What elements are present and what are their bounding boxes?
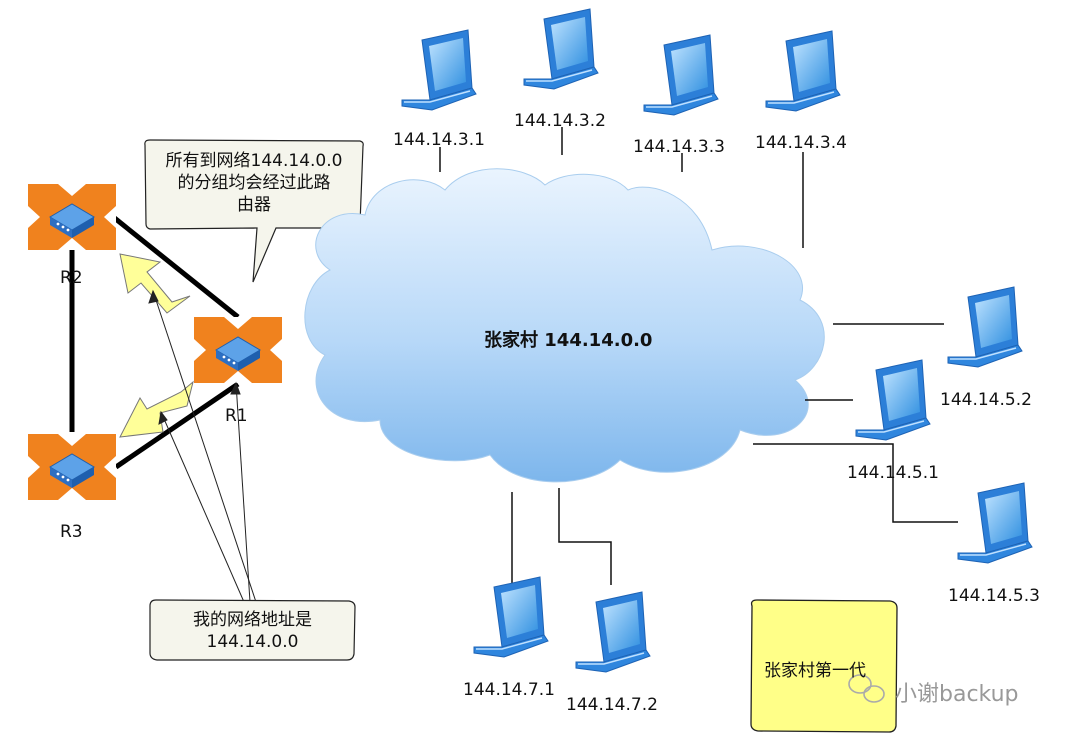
host-label-top-3: 144.14.3.3 [633,137,725,157]
laptop-144-14-7-1-icon [473,576,549,658]
host-links [439,127,958,585]
note-box [750,599,898,733]
host-label-top-1: 144.14.3.1 [393,130,485,150]
callout-bottom-text: 我的网络地址是 144.14.0.0 [150,609,355,653]
router-links [69,214,240,470]
callout-top-text: 所有到网络144.14.0.0 的分组均会经过此路 由器 [146,150,362,216]
laptop-144-14-5-1-icon [855,359,931,441]
laptop-144-14-3-4-icon [765,30,841,112]
laptop-144-14-3-3-icon [643,34,719,116]
host-label-bottom-1: 144.14.7.1 [463,680,555,700]
router-r2-label: R2 [60,268,83,288]
host-label-top-2: 144.14.3.2 [514,111,606,131]
callout-bottom-line-1: 我的网络地址是 [193,610,312,630]
router-r1-icon [193,316,283,384]
router-r2-icon [27,183,117,251]
laptop-144-14-3-1-icon [401,29,477,111]
laptop-144-14-5-2-icon [947,286,1023,368]
callout-top-line-1: 所有到网络144.14.0.0 [165,151,343,171]
cloud-title: 张家村 144.14.0.0 [484,330,653,351]
laptop-144-14-5-3-icon [957,482,1033,564]
host-label-right-1: 144.14.5.1 [847,463,939,483]
watermark-text: 小谢backup [895,682,1019,707]
callout-top-line-2: 的分组均会经过此路 [177,173,331,193]
host-label-bottom-2: 144.14.7.2 [566,695,658,715]
host-label-right-2: 144.14.5.2 [940,390,1032,410]
laptop-144-14-3-2-icon [523,8,599,90]
router-r3-label: R3 [60,522,83,542]
callout-top-line-3: 由器 [237,195,271,215]
laptop-144-14-7-2-icon [575,591,651,673]
host-label-right-3: 144.14.5.3 [948,586,1040,606]
callout-bottom-bubble [149,599,356,661]
router-r1-label: R1 [225,406,248,426]
callout-bottom-line-2: 144.14.0.0 [206,632,299,652]
link-r2-r1 [110,214,240,319]
arrow-to-r2 [119,253,191,314]
callout-pointers [148,289,257,603]
arrow-to-r3 [119,380,194,438]
cloud-network [304,168,825,483]
link-r3-r1 [114,381,240,470]
wechat-icon [848,674,885,703]
host-label-top-4: 144.14.3.4 [755,133,847,153]
note-text: 张家村第一代 [764,661,866,681]
router-r3-icon [27,433,117,501]
